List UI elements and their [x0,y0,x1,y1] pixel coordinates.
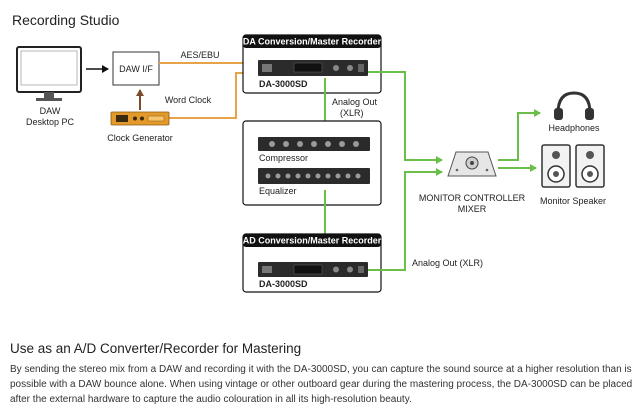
monitor-controller: MONITOR CONTROLLER MIXER [419,151,526,214]
da-to-monitor-line [368,71,443,164]
da-recorder-device-icon [258,60,368,76]
analog-out-1-label-line2: (XLR) [340,108,364,118]
ad-recorder-device-icon [258,262,368,277]
clock-generator-label: Clock Generator [107,133,173,143]
monitor-controller-label-line2: MIXER [458,204,487,214]
analog-out-1-label-line1: Analog Out [332,97,378,107]
daw-interface: DAW I/F [112,51,160,86]
ad-recorder-model: DA-3000SD [259,279,308,289]
monitor-controller-icon [447,151,497,177]
compressor-device-icon [258,137,370,151]
headphones-icon [554,91,594,120]
monitor-controller-label-line1: MONITOR CONTROLLER [419,193,526,203]
ad-group-header: AD Conversion/Master Recorder [243,236,382,246]
headphones: Headphones [548,91,600,133]
daw-pc-label-line2: Desktop PC [26,117,75,127]
diagram-title: Recording Studio [12,12,120,28]
clock-generator: Clock Generator [107,111,173,143]
monitor-speakers: Monitor Speaker [540,144,606,206]
outboard-gear-group: Compressor Equalizer [242,120,382,206]
speaker-right-icon [575,144,605,188]
section-title: Use as an A/D Converter/Recorder for Mas… [10,341,302,356]
daw-pc: DAW Desktop PC [16,46,82,127]
headphones-label: Headphones [548,123,600,133]
da-group-header: DA Conversion/Master Recorder [243,37,382,47]
studio-diagram: DAW Desktop PC DAW I/F AES/EBU Word Cloc… [16,34,606,293]
daw-interface-label: DAW I/F [119,64,153,74]
analog-out-2-label: Analog Out (XLR) [412,258,483,268]
ad-conversion-group: AD Conversion/Master Recorder DA-3000SD [242,233,382,293]
monitor-speaker-label: Monitor Speaker [540,196,606,206]
word-clock-label: Word Clock [165,95,212,105]
monitor-to-headphones-line [498,109,541,161]
aes-ebu-label: AES/EBU [180,50,219,60]
equalizer-device-icon [258,168,370,184]
speaker-left-icon [541,144,571,188]
compressor-label: Compressor [259,153,308,163]
ad-to-monitor-line [368,168,443,271]
section-paragraph: By sending the stereo mix from a DAW and… [10,364,633,405]
da-conversion-group: DA Conversion/Master Recorder DA-3000SD [242,34,382,94]
da-recorder-model: DA-3000SD [259,79,308,89]
daw-pc-label-line1: DAW [40,106,61,116]
equalizer-label: Equalizer [259,186,297,196]
monitor-icon [16,46,82,101]
